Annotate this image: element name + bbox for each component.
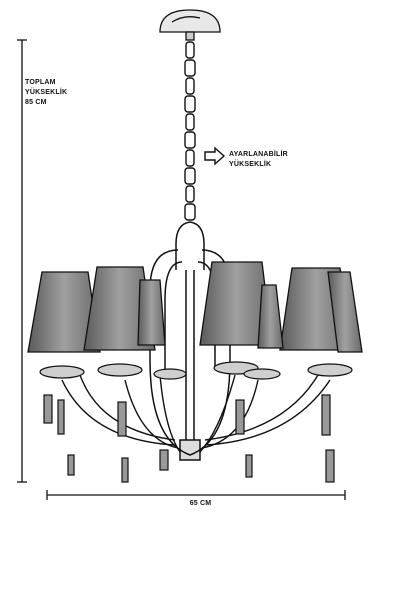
total-height-line-2: YÜKSEKLİK (25, 89, 68, 96)
total-height-value: 85 CM (25, 99, 47, 106)
crystal-pendants (43, 394, 335, 483)
adjustable-line-2: YÜKSEKLİK (229, 161, 272, 168)
adjustable-line-1: AYARLANABİLİR (229, 151, 288, 158)
chain (184, 41, 196, 221)
lamp-shades (27, 261, 363, 353)
total-height-label: TOPLAM YÜKSEKLİK 85 CM (25, 78, 67, 108)
chandelier-arms (61, 374, 331, 453)
height-dimension-line (17, 39, 27, 483)
adjustable-height-label: AYARLANABİLİR YÜKSEKLİK (229, 150, 288, 170)
candle-cups (39, 361, 353, 380)
total-height-line-1: TOPLAM (25, 79, 56, 86)
right-arrow-icon (204, 146, 226, 166)
width-dimension-line (46, 490, 346, 500)
ceiling-canopy (159, 9, 221, 41)
width-label: 65 CM (189, 500, 212, 507)
